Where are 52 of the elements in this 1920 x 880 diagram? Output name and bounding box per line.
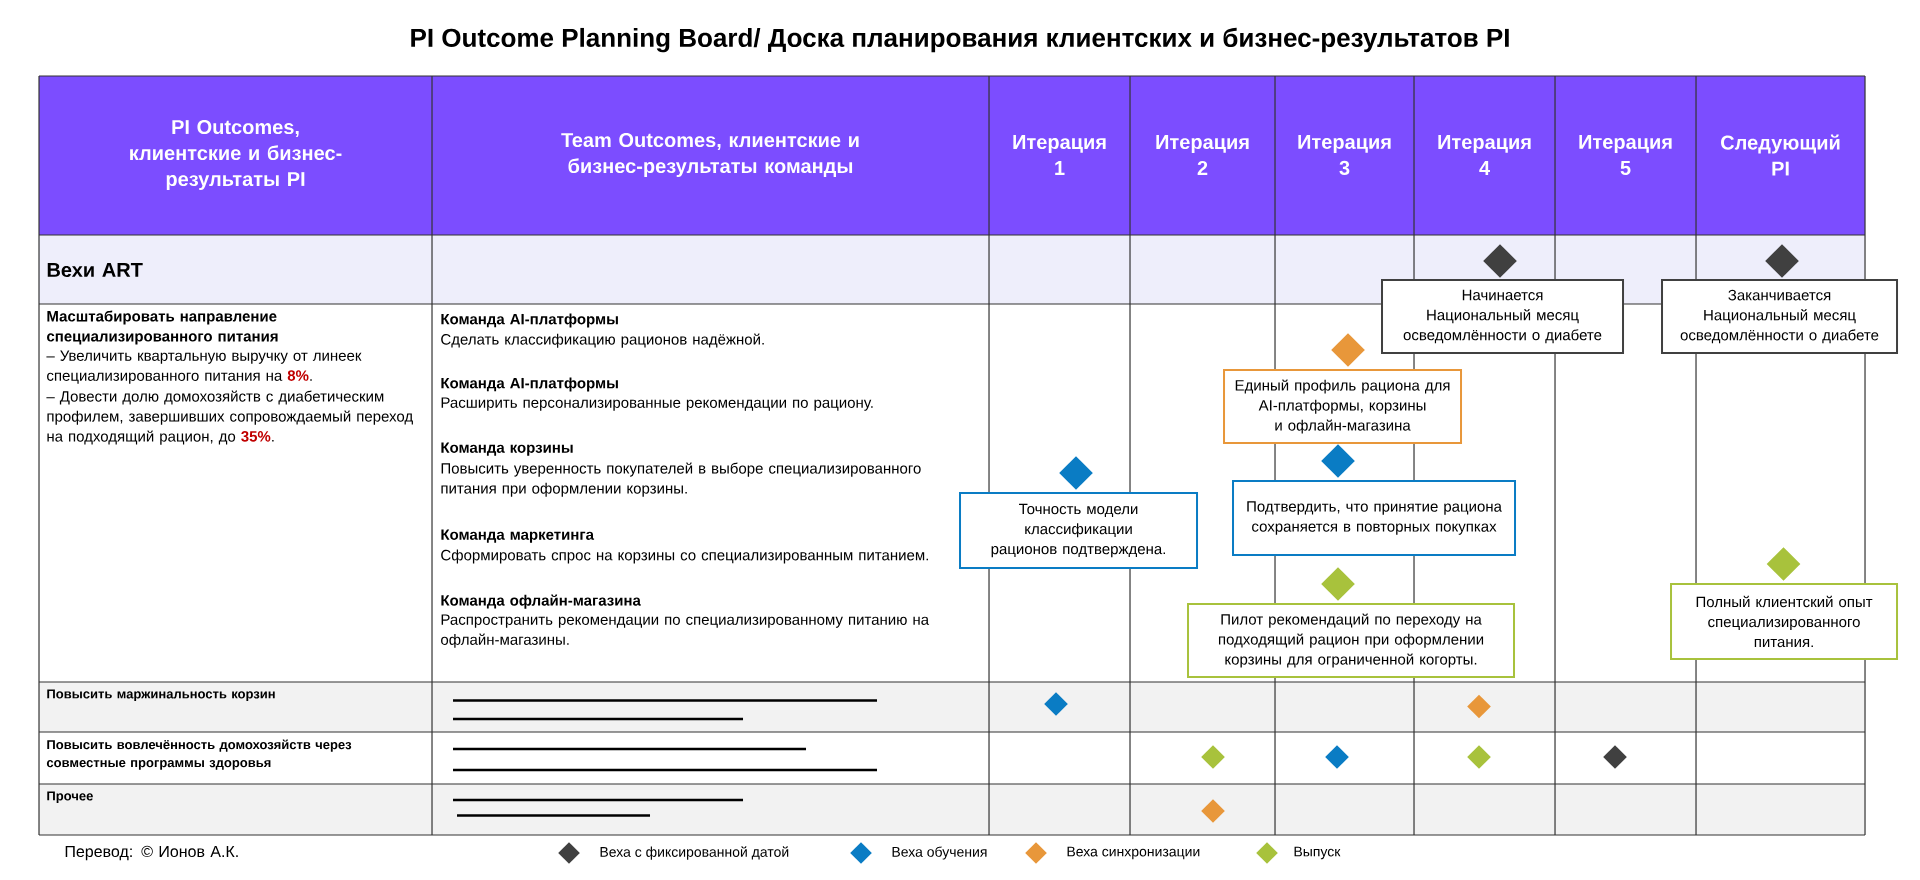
column-header: Team Outcomes, клиентские и бизнес-результаты команды (561, 132, 859, 178)
milestone-diamond (1044, 692, 1068, 716)
team-outcome-text: Сделать классификацию рационов надёжной. (441, 333, 764, 348)
milestone-diamond (1325, 745, 1349, 769)
milestone-box: Полный клиентский опыт специализированного питания. (1670, 583, 1898, 660)
team-outcome-text: Распространить рекомендации по специализированному питанию на офлайн-магазины. (441, 614, 930, 648)
team-outcome-text: Сформировать спрос на корзины со специализированным питанием. (441, 549, 928, 564)
milestone-diamond (1201, 799, 1225, 823)
milestone-diamond (1331, 333, 1365, 367)
outcome-text: – Довести долю домохозяйств с диабетическим профилем, завершивших сопровождаемый переход на подходящий рацион, до 35%. (46, 390, 413, 445)
team-heading: Команда AI-платформы (441, 313, 618, 328)
milestone-diamond (1201, 745, 1225, 769)
team-heading: Команда офлайн-магазина (441, 594, 641, 609)
milestone-diamond (1321, 567, 1355, 601)
translation-credit: Перевод: © Ионов А.К. (65, 845, 238, 861)
team-heading: Команда AI-платформы (441, 377, 618, 392)
milestone-diamond (1603, 745, 1627, 769)
column-header: Итерация 5 (1579, 135, 1672, 175)
row-header: Повысить маржинальность корзин (47, 689, 275, 702)
milestone-diamond (1467, 745, 1491, 769)
row-header: Вехи ART (47, 263, 143, 277)
row-header: Повысить вовлечённость домохозяйств через совместные программы здоровья (46, 739, 352, 770)
milestone-box: Точность модели классификации рационов подтверждена. (959, 492, 1198, 569)
column-header: Следующий PI (1721, 134, 1840, 176)
legend-label: Веха с фиксированной датой (600, 846, 789, 860)
legend-label: Веха синхронизации (1067, 846, 1200, 860)
milestone-box: Пилот рекомендаций по переходу на подходящий рацион при оформлении корзины для ограниченной когорты. (1187, 603, 1515, 678)
milestone-box: Заканчивается Национальный месяц осведомлённости о диабете (1661, 279, 1898, 354)
milestone-diamond (1467, 694, 1491, 719)
milestone-diamond (1765, 244, 1799, 278)
outcome-heading: Масштабировать направление специализированного питания (47, 310, 278, 345)
team-heading: Команда корзины (441, 442, 573, 456)
column-header: PI Outcomes, клиентские и бизнес-результаты PI (130, 119, 342, 191)
team-outcome-text: Повысить уверенность покупателей в выборе специализированного питания при оформлении корзины. (441, 462, 921, 497)
team-heading: Команда маркетинга (441, 529, 595, 543)
milestone-diamond (1483, 244, 1517, 278)
milestone-diamond (1766, 547, 1801, 581)
milestone-box: Начинается Национальный месяц осведомлённости о диабете (1381, 279, 1624, 354)
column-header: Итерация 3 (1298, 135, 1391, 175)
milestone-box: Единый профиль рациона для AI-платформы, корзины и офлайн-магазина (1223, 369, 1462, 444)
row-header: Прочее (47, 791, 93, 804)
milestone-box: Подтвердить, что принятие рациона сохраняется в повторных покупках (1232, 480, 1516, 556)
title: PI Outcome Planning Board/ Доска планирования клиентских и бизнес-результатов PI (411, 27, 1509, 53)
outcome-text: – Увеличить квартальную выручку от линеек специализированного питания на 8%. (46, 350, 362, 384)
column-header: Итерация 2 (1156, 135, 1249, 175)
column-header: Итерация 1 (1013, 135, 1106, 175)
legend-label: Веха обучения (892, 846, 987, 860)
column-header: Итерация 4 (1438, 135, 1531, 175)
milestone-diamond (1321, 444, 1355, 478)
team-outcome-text: Расширить персонализированные рекомендации по рациону. (441, 397, 873, 411)
milestone-diamond (1059, 456, 1093, 490)
legend-label: Выпуск (1294, 846, 1341, 860)
